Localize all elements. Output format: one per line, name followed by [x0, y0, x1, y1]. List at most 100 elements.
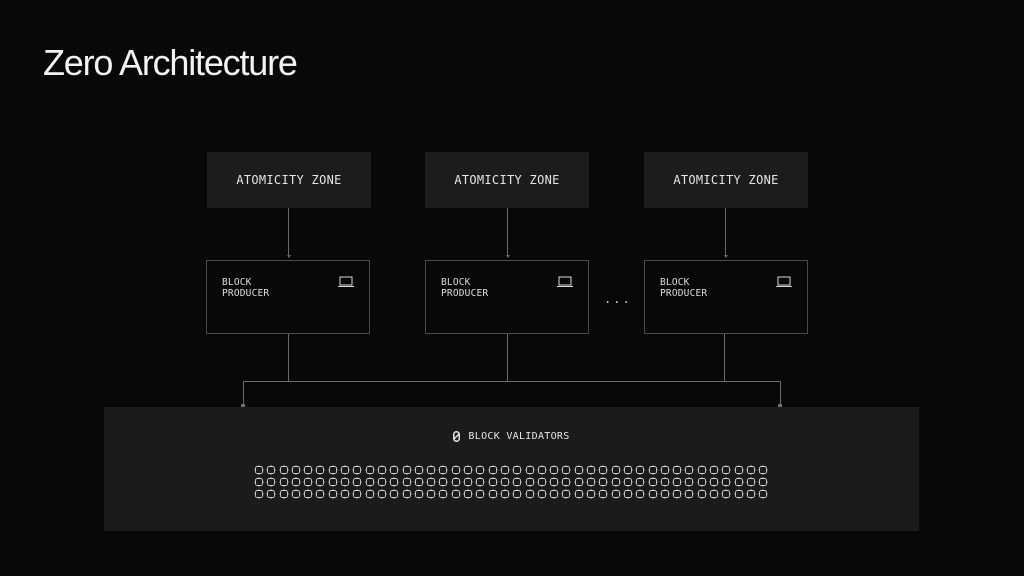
validator-node-icon [524, 477, 535, 487]
validator-node-icon [487, 477, 498, 487]
validator-node-icon [561, 477, 572, 487]
validator-node-icon [426, 489, 436, 499]
validator-node-icon [340, 465, 350, 475]
validator-node-icon [598, 465, 609, 475]
validator-node-icon [746, 489, 756, 499]
validator-node-icon [377, 465, 387, 475]
connector-zone-3 [725, 208, 726, 256]
validator-node-icon [475, 477, 486, 487]
validator-node-icon [500, 465, 510, 475]
bus-dot-left [241, 404, 245, 408]
validator-node-icon [537, 477, 547, 487]
validator-node-icon [340, 489, 350, 499]
validator-node-icon [684, 489, 695, 499]
validator-node-icon [463, 465, 473, 475]
validator-node-icon [328, 489, 338, 499]
connector-zone-2 [507, 208, 508, 256]
validator-node-icon [709, 477, 719, 487]
block-producer-2: BLOCK PRODUCER [425, 260, 589, 334]
validator-node-icon [635, 489, 645, 499]
validator-node-icon [315, 465, 326, 475]
validator-node-icon [672, 489, 682, 499]
validator-node-icon [660, 477, 670, 487]
validator-node-icon [561, 489, 572, 499]
validator-node-icon [278, 465, 289, 475]
validator-node-icon [352, 489, 363, 499]
validator-node-icon [512, 489, 522, 499]
validator-node-icon [660, 489, 670, 499]
atomicity-zone-1: ATOMICITY ZONE [207, 152, 371, 208]
validator-node-icon [389, 477, 399, 487]
validator-node-icon [451, 489, 461, 499]
validator-node-icon [451, 477, 461, 487]
page-title: Zero Architecture [43, 42, 298, 83]
laptop-icon [338, 276, 354, 287]
validator-node-icon [635, 477, 645, 487]
validator-node-icon [696, 465, 707, 475]
validator-node-icon [315, 489, 326, 499]
validator-node-icon [475, 465, 486, 475]
validator-node-icon [758, 465, 768, 475]
validator-node-icon [401, 465, 412, 475]
validator-node-icon [647, 489, 658, 499]
validator-node-icon [500, 477, 510, 487]
validator-node-icon [487, 465, 498, 475]
laptop-icon [557, 276, 573, 287]
validator-node-icon [303, 465, 313, 475]
atomicity-zone-2: ATOMICITY ZONE [425, 152, 589, 208]
validator-node-icon [549, 489, 559, 499]
validator-node-icon [733, 489, 744, 499]
validator-node-icon [364, 465, 375, 475]
validator-node-icon [610, 465, 621, 475]
validator-node-icon [623, 489, 633, 499]
validator-node-icon [500, 489, 510, 499]
validator-node-icon [696, 489, 707, 499]
validator-node-icon [401, 489, 412, 499]
validator-node-icon [635, 465, 645, 475]
arrowhead-2 [505, 255, 510, 258]
connector-producer-1 [288, 334, 289, 382]
validator-node-icon [561, 465, 572, 475]
validator-node-icon [684, 477, 695, 487]
validator-node-icon [377, 477, 387, 487]
validator-node-icon [586, 489, 596, 499]
more-producers-ellipsis: ... [604, 292, 632, 306]
validator-node-icon [647, 477, 658, 487]
validator-node-icon [758, 477, 768, 487]
validator-node-icon [598, 489, 609, 499]
validator-node-icon [352, 465, 363, 475]
validator-node-icon [586, 477, 596, 487]
validator-node-icon [758, 489, 768, 499]
validator-node-icon [475, 489, 486, 499]
validator-node-icon [278, 477, 289, 487]
validator-node-icon [574, 489, 584, 499]
validator-node-icon [721, 477, 731, 487]
validators-label: BLOCK VALIDATORS [468, 431, 570, 442]
validator-node-icon [537, 465, 547, 475]
validator-node-icon [586, 465, 596, 475]
validator-node-icon [647, 465, 658, 475]
validator-node-icon [537, 489, 547, 499]
atomicity-zone-3: ATOMICITY ZONE [644, 152, 808, 208]
validator-node-icon [389, 489, 399, 499]
validator-node-icon [340, 477, 350, 487]
validator-node-icon [660, 465, 670, 475]
validator-node-icon [733, 465, 744, 475]
validator-node-icon [684, 465, 695, 475]
validator-node-icon [709, 465, 719, 475]
validator-node-icon [254, 465, 264, 475]
validator-node-icon [438, 489, 449, 499]
validator-node-icon [512, 477, 522, 487]
validator-node-icon [266, 489, 276, 499]
validator-node-icon [598, 477, 609, 487]
block-producer-label: BLOCK PRODUCER [222, 277, 270, 299]
validator-node-icon [315, 477, 326, 487]
validator-node-icon [254, 477, 264, 487]
validator-node-icon [487, 489, 498, 499]
block-producer-3: BLOCK PRODUCER [644, 260, 808, 334]
validator-node-icon [721, 465, 731, 475]
validator-node-icon [254, 489, 264, 499]
validator-node-icon [414, 477, 424, 487]
validator-node-icon [672, 465, 682, 475]
validator-node-icon [549, 465, 559, 475]
